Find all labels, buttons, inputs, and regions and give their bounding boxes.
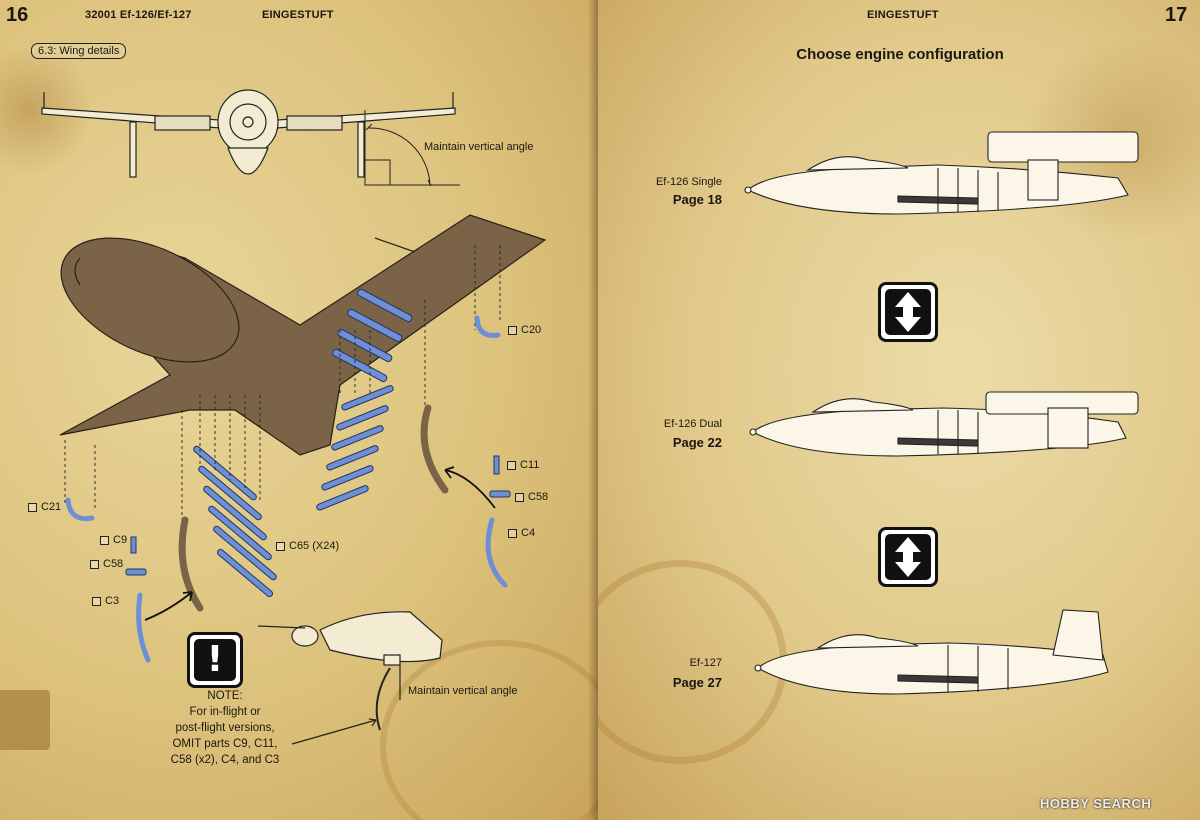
aircraft-ef127	[754, 609, 1109, 695]
vertical-angle-guide	[364, 110, 460, 187]
front-view-aircraft	[41, 89, 456, 178]
blue-struts	[65, 315, 508, 663]
variant-name-ef126-dual: Ef-126 Dual	[663, 418, 722, 430]
variant-name-ef127: Ef-127	[689, 657, 722, 669]
wing-tanks-blue	[332, 288, 413, 383]
brown-struts	[178, 404, 449, 612]
up-down-arrows-icon	[895, 537, 921, 577]
checkbox-icon	[28, 502, 37, 512]
checkbox-icon	[276, 541, 285, 551]
attachment-guides	[64, 245, 501, 520]
part-c65: C65 (X24)	[276, 540, 339, 552]
part-c58-left: C58	[90, 558, 123, 570]
aircraft-ef126-single	[744, 131, 1139, 215]
checkbox-icon	[92, 596, 101, 606]
aircraft-underside-model	[59, 214, 547, 456]
engine-config-drawings	[744, 131, 1139, 695]
up-down-arrows-icon	[878, 282, 938, 342]
part-c9: C9	[100, 534, 127, 546]
checkbox-icon	[100, 535, 109, 545]
part-c21: C21	[28, 501, 61, 513]
checkbox-icon	[90, 559, 99, 569]
right-page: EINGESTUFT 17 Choose engine configuratio…	[598, 0, 1200, 820]
page-header: EINGESTUFT	[867, 9, 939, 21]
variant-page-ef126-dual[interactable]: Page 22	[672, 435, 722, 450]
omit-parts-note: NOTE: For in-flight or post-flight versi…	[170, 690, 280, 766]
maintain-angle-label-bottom: Maintain vertical angle	[408, 685, 518, 697]
left-page: 16 32001 Ef-126/Ef-127 EINGESTUFT 6.3: W…	[0, 0, 598, 820]
up-down-arrows-icon	[878, 527, 938, 587]
part-c20: C20	[508, 324, 541, 336]
assembly-arrows	[144, 466, 496, 621]
part-c58-right: C58	[515, 491, 548, 503]
exclamation-icon: !	[187, 632, 243, 688]
checkbox-icon	[508, 325, 517, 335]
blue-small-parts	[125, 455, 511, 576]
variant-page-ef127[interactable]: Page 27	[672, 675, 722, 690]
checkbox-icon	[515, 492, 524, 502]
variant-name-ef126-single: Ef-126 Single	[655, 176, 722, 188]
page-number: 16	[6, 4, 29, 26]
page-title: Choose engine configuration	[796, 46, 1004, 63]
engine-cutaway	[257, 611, 443, 745]
variant-page-ef126-single[interactable]: Page 18	[672, 192, 722, 207]
step-label: 6.3: Wing details	[31, 43, 127, 59]
part-c3: C3	[92, 595, 119, 607]
checkbox-icon	[508, 528, 517, 538]
watermark-logo: HOBBY SEARCH	[1040, 796, 1152, 811]
page-number: 17	[1165, 4, 1188, 26]
page-header: EINGESTUFT	[262, 9, 334, 21]
part-c4: C4	[508, 527, 535, 539]
c65-rockets	[193, 385, 394, 598]
up-down-arrows-icon	[895, 292, 921, 332]
aircraft-ef126-dual	[749, 391, 1139, 457]
kit-code: 32001 Ef-126/Ef-127	[85, 9, 192, 21]
wing-details-drawing	[41, 89, 547, 745]
part-c11: C11	[507, 459, 539, 471]
checkbox-icon	[507, 460, 516, 470]
maintain-angle-label-top: Maintain vertical angle	[424, 141, 534, 153]
